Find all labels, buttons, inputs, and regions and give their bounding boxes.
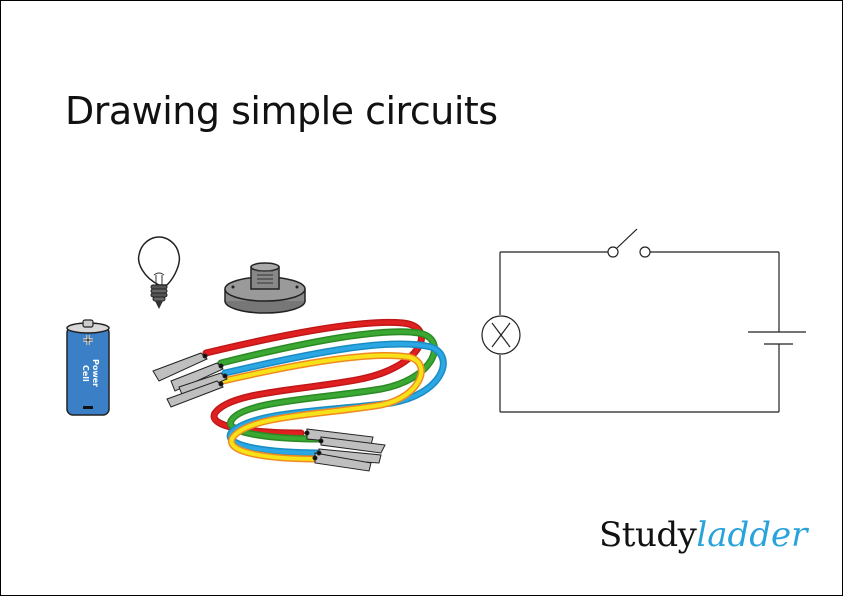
circuit-diagram bbox=[481, 228, 806, 413]
connecting-wires-icon bbox=[202, 318, 447, 463]
studyladder-logo: Studyladder bbox=[599, 513, 807, 557]
svg-text:Power: Power bbox=[91, 359, 100, 387]
battery-icon: Power Cell bbox=[66, 319, 110, 416]
logo-text-ladder: ladder bbox=[696, 515, 808, 555]
logo-text-study: Study bbox=[599, 515, 697, 555]
switch-symbol-icon bbox=[607, 228, 651, 258]
crocodile-clips-right-icon bbox=[304, 428, 386, 472]
cell-symbol-icon bbox=[748, 331, 806, 345]
lamp-symbol-icon bbox=[481, 315, 521, 355]
page-title: Drawing simple circuits bbox=[65, 89, 498, 133]
bulb-holder-icon bbox=[224, 262, 306, 314]
crocodile-clips-left-icon bbox=[152, 352, 228, 408]
light-bulb-icon bbox=[137, 236, 181, 309]
svg-text:Cell: Cell bbox=[81, 365, 90, 382]
